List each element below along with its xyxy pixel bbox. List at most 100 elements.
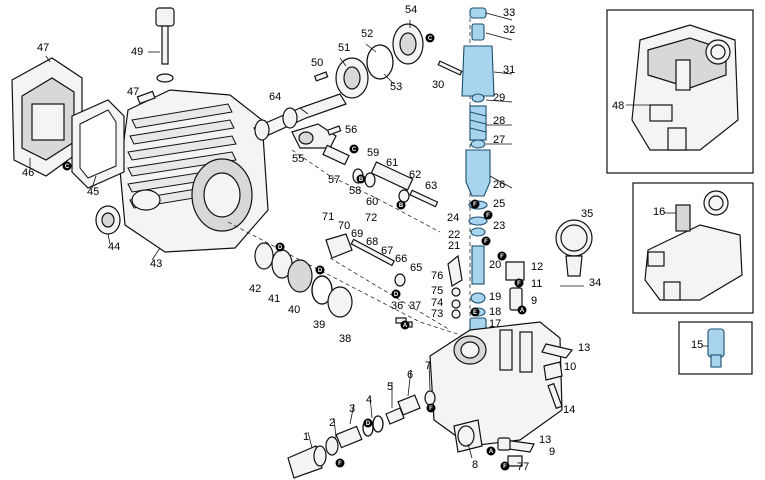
marker-letter: F [500,254,504,260]
callout-c52: 52 [361,28,373,40]
marker-m1: C [425,33,435,43]
callout-c77: 77 [517,461,529,473]
callout-c17: 17 [489,318,501,330]
marker-m7: F [483,210,493,220]
marker-letter: F [473,202,477,208]
marker-m13: D [275,242,285,252]
callout-c44: 44 [108,241,120,253]
snap-ring-53 [366,44,394,80]
marker-m4: B [356,174,366,184]
marker-letter: C [428,36,433,42]
part-number-callouts: 1234567899101112131314151617181920212223… [22,4,703,473]
callout-c69: 69 [351,228,363,240]
callout-c9b: 9 [549,446,555,458]
callout-c13b: 13 [539,434,551,446]
callout-c20: 20 [489,259,501,271]
marker-letter: D [394,292,399,298]
callout-c59: 59 [367,147,379,159]
marker-m15: D [391,289,401,299]
marker-letter: F [338,461,342,467]
callout-c12: 12 [531,261,543,273]
inset-panel-manifold-assembly [632,182,754,314]
marker-letter: B [359,177,364,183]
callout-c70: 70 [338,220,350,232]
callout-c14: 14 [563,404,575,416]
callout-c66: 66 [395,253,407,265]
callout-c5: 5 [387,381,393,393]
callout-c63: 63 [425,180,437,192]
nut-77 [497,437,523,467]
bearing-51 [335,57,369,99]
marker-letter: F [503,464,507,470]
manifold-body [429,321,563,453]
callout-c74: 74 [431,297,443,309]
marker-m11: F [514,278,524,288]
marker-m3: C [349,144,359,154]
callout-c2: 2 [329,417,335,429]
callout-c68: 68 [366,236,378,248]
callout-c15: 15 [691,339,703,351]
callout-c56: 56 [345,124,357,136]
marker-letter: D [366,421,371,427]
callout-c47a: 47 [37,42,49,54]
marker-m12: A [517,305,527,315]
callout-c54: 54 [405,4,417,16]
callout-c28: 28 [493,115,505,127]
callout-c64: 64 [269,91,281,103]
plunger-guide-57 [322,144,350,166]
callout-c27: 27 [493,134,505,146]
callout-c60: 60 [366,196,378,208]
callout-c45: 45 [87,186,99,198]
callout-c38: 38 [339,333,351,345]
oil-cap-dipstick [148,7,175,83]
blue-valve-assembly [461,7,495,333]
marker-m5: B [396,200,406,210]
callout-c22: 22 [448,229,460,241]
callout-c8: 8 [472,459,478,471]
callout-c50: 50 [311,57,323,69]
oil-seal-44 [95,205,121,235]
marker-m10: E [470,307,480,317]
callout-c33: 33 [503,7,515,19]
callout-c11: 11 [531,278,542,290]
callout-c53: 53 [390,81,402,93]
marker-m18: F [335,458,345,468]
rear-cover-plate [11,55,83,177]
marker-letter: D [318,268,323,274]
marker-letter: B [399,203,404,209]
callout-c35: 35 [581,208,593,220]
marker-m2: C [62,161,72,171]
oil-seal-54 [392,23,424,65]
callout-c1: 1 [303,431,309,443]
leader-lines [29,12,584,459]
callout-c36: 36 [391,300,403,312]
callout-c7: 7 [425,360,431,372]
callout-c72: 72 [365,212,377,224]
marker-m14: D [315,265,325,275]
marker-letter: C [352,147,357,153]
callout-c46: 46 [22,167,34,179]
inset-panel-complete-pump [606,9,754,174]
marker-m6: F [470,199,480,209]
callout-c39: 39 [313,319,325,331]
callout-c18: 18 [489,306,501,318]
gauge-35 [555,219,593,277]
plunger-bolt-63 [409,189,439,208]
callout-c42: 42 [249,283,261,295]
callout-c58: 58 [349,185,361,197]
marker-m8: F [481,236,491,246]
unloader-body-71 [325,233,406,287]
marker-letter: A [403,323,408,329]
callout-c29: 29 [493,92,505,104]
plug-12 [505,261,525,281]
wrist-pin-56 [326,125,342,136]
callout-c34: 34 [589,277,601,289]
handle-rod-30 [437,60,463,76]
callout-c3: 3 [349,403,355,415]
marker-m21: F [500,461,510,471]
callout-c30: 30 [432,79,444,91]
callout-c10: 10 [564,361,576,373]
callout-c76: 76 [431,270,443,282]
inlet-parts-2-7 [325,390,436,456]
